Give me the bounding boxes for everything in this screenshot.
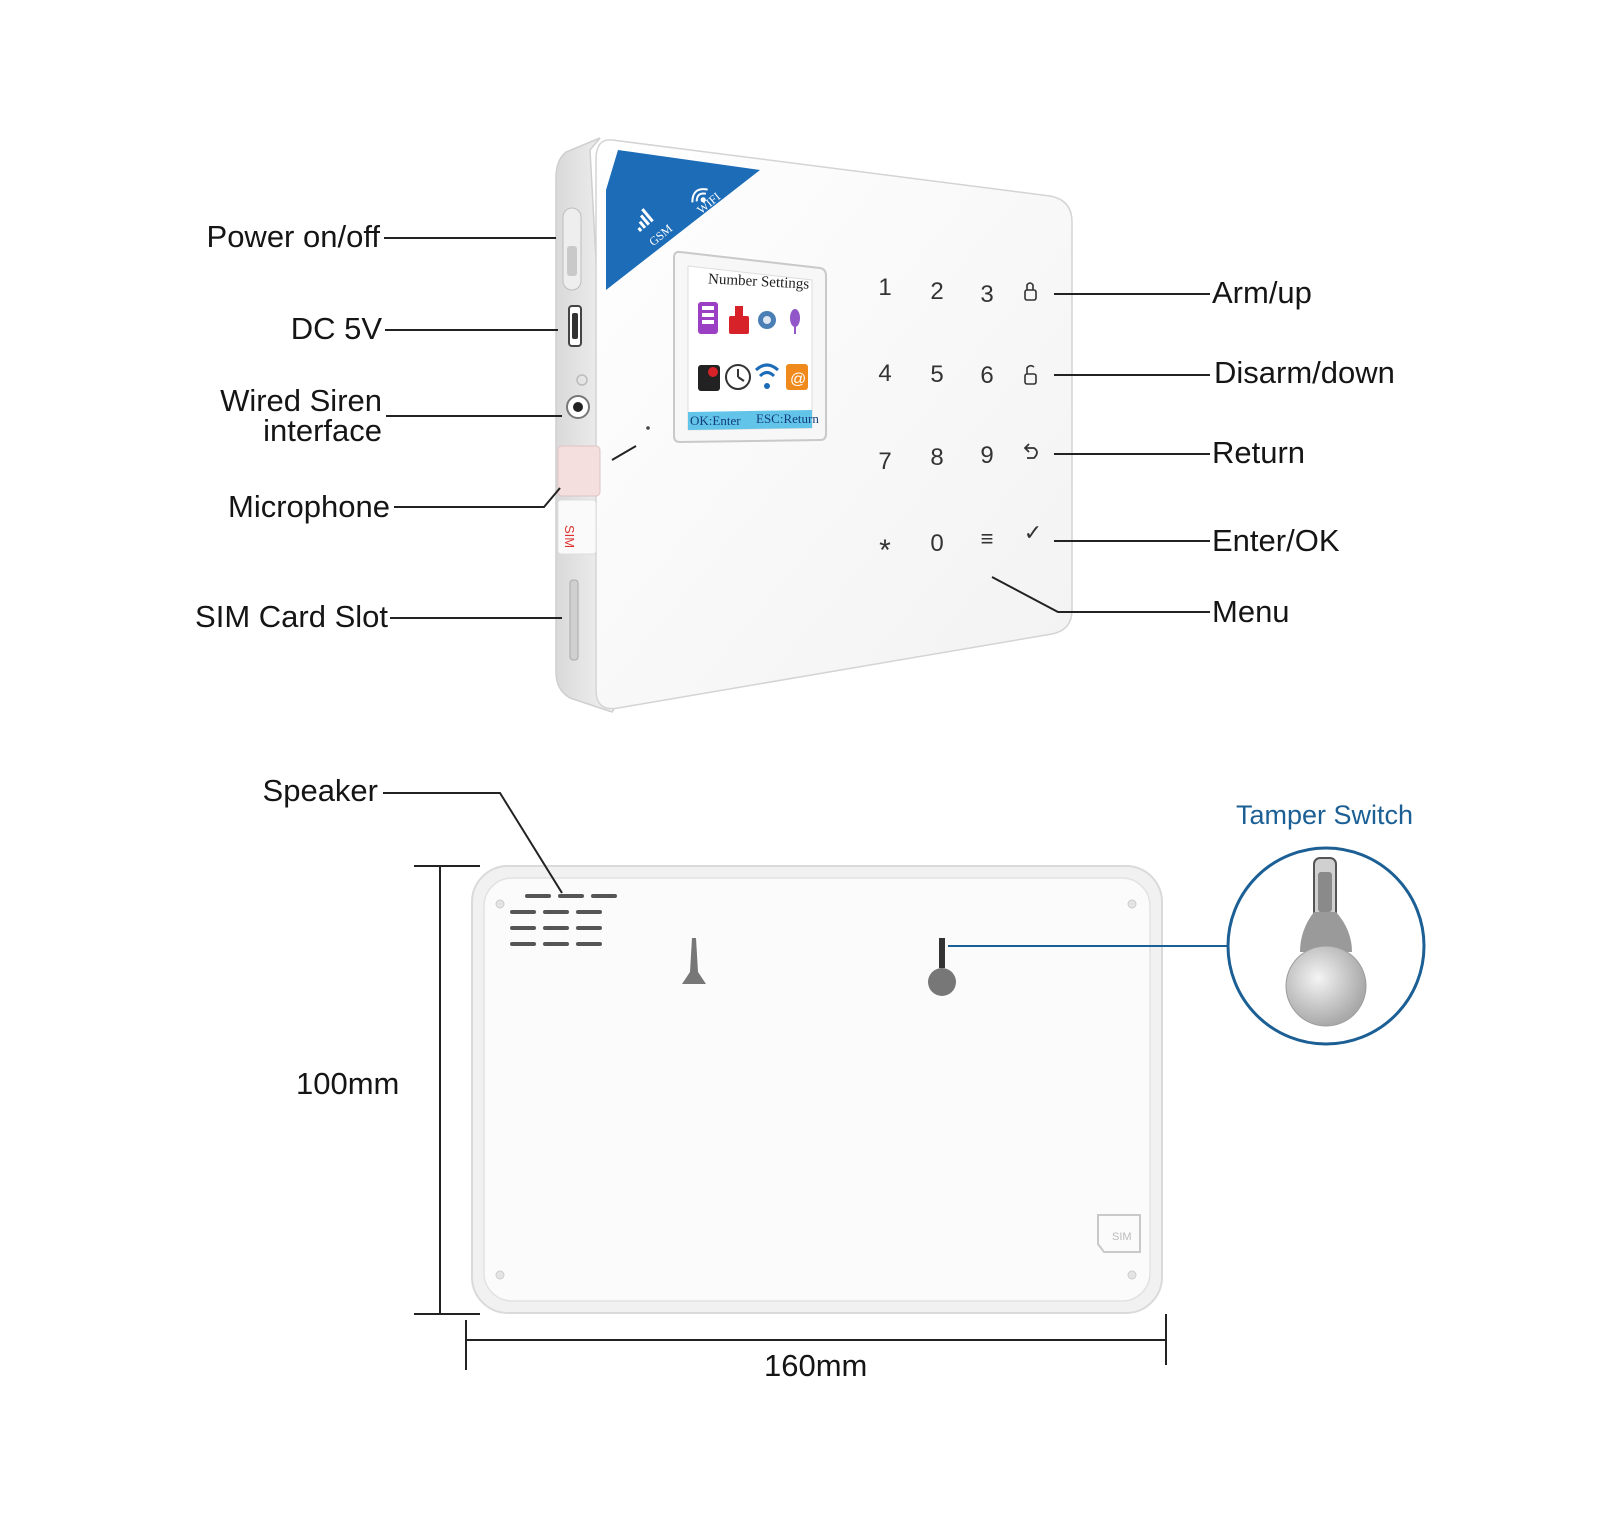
- key-2[interactable]: 2: [930, 278, 944, 305]
- check-icon[interactable]: ✓: [1023, 520, 1043, 545]
- lock-disarm-icon: [1024, 364, 1037, 385]
- keyhole-mount-left: [682, 938, 706, 984]
- key-4[interactable]: 4: [878, 360, 892, 387]
- back-panel: SIM: [471, 865, 1163, 1314]
- svg-text:SIM: SIM: [1112, 1231, 1132, 1243]
- key-1[interactable]: 1: [878, 274, 892, 301]
- screen-ok-label: OK:Enter: [690, 413, 741, 428]
- key-6[interactable]: 6: [980, 362, 994, 389]
- key-9[interactable]: 9: [980, 442, 994, 469]
- sim-card-slot: [569, 579, 579, 661]
- key-star[interactable]: *: [879, 534, 891, 567]
- gsm-signal-icon: [637, 208, 654, 232]
- wifi-icon: [691, 188, 708, 203]
- key-3[interactable]: 3: [980, 281, 994, 308]
- keyhole-mount-right: [928, 968, 956, 996]
- dimension-width: 160mm: [764, 1348, 868, 1383]
- label-arm: Arm/up: [1212, 275, 1312, 310]
- key-0[interactable]: 0: [930, 530, 944, 557]
- gsm-wifi-band: [606, 150, 760, 290]
- svg-text:SIM: SIM: [562, 525, 577, 548]
- lock-arm-icon: [1024, 282, 1037, 301]
- label-disarm: Disarm/down: [1214, 355, 1395, 390]
- label-dc: DC 5V: [290, 311, 382, 346]
- label-sim-slot: SIM Card Slot: [195, 599, 388, 634]
- label-return: Return: [1212, 435, 1306, 470]
- dimension-lines: [414, 865, 1167, 1370]
- screen-esc-label: ESC:Return: [756, 411, 819, 426]
- menu-icon[interactable]: ≡: [980, 526, 994, 551]
- label-siren-1: Wired Siren: [220, 383, 382, 418]
- speaker-leader-line: [383, 792, 563, 894]
- dimension-height: 100mm: [296, 1066, 400, 1101]
- key-7[interactable]: 7: [878, 448, 892, 475]
- label-menu: Menu: [1212, 594, 1290, 629]
- key-8[interactable]: 8: [930, 444, 944, 471]
- label-enter: Enter/OK: [1212, 523, 1340, 558]
- label-speaker: Speaker: [262, 773, 378, 808]
- front-panel: SIM @: [555, 137, 1073, 713]
- speaker-grille: [510, 894, 617, 946]
- microphone-hole: [557, 445, 601, 497]
- tamper-switch-icon: [1285, 857, 1367, 1027]
- label-power: Power on/off: [206, 219, 380, 254]
- return-icon: [1023, 443, 1038, 459]
- front-leader-lines: [384, 237, 1210, 619]
- label-microphone: Microphone: [228, 489, 390, 524]
- label-tamper: Tamper Switch: [1236, 800, 1414, 830]
- svg-text:@: @: [790, 371, 806, 388]
- key-5[interactable]: 5: [930, 361, 944, 388]
- label-siren-2: interface: [263, 413, 382, 448]
